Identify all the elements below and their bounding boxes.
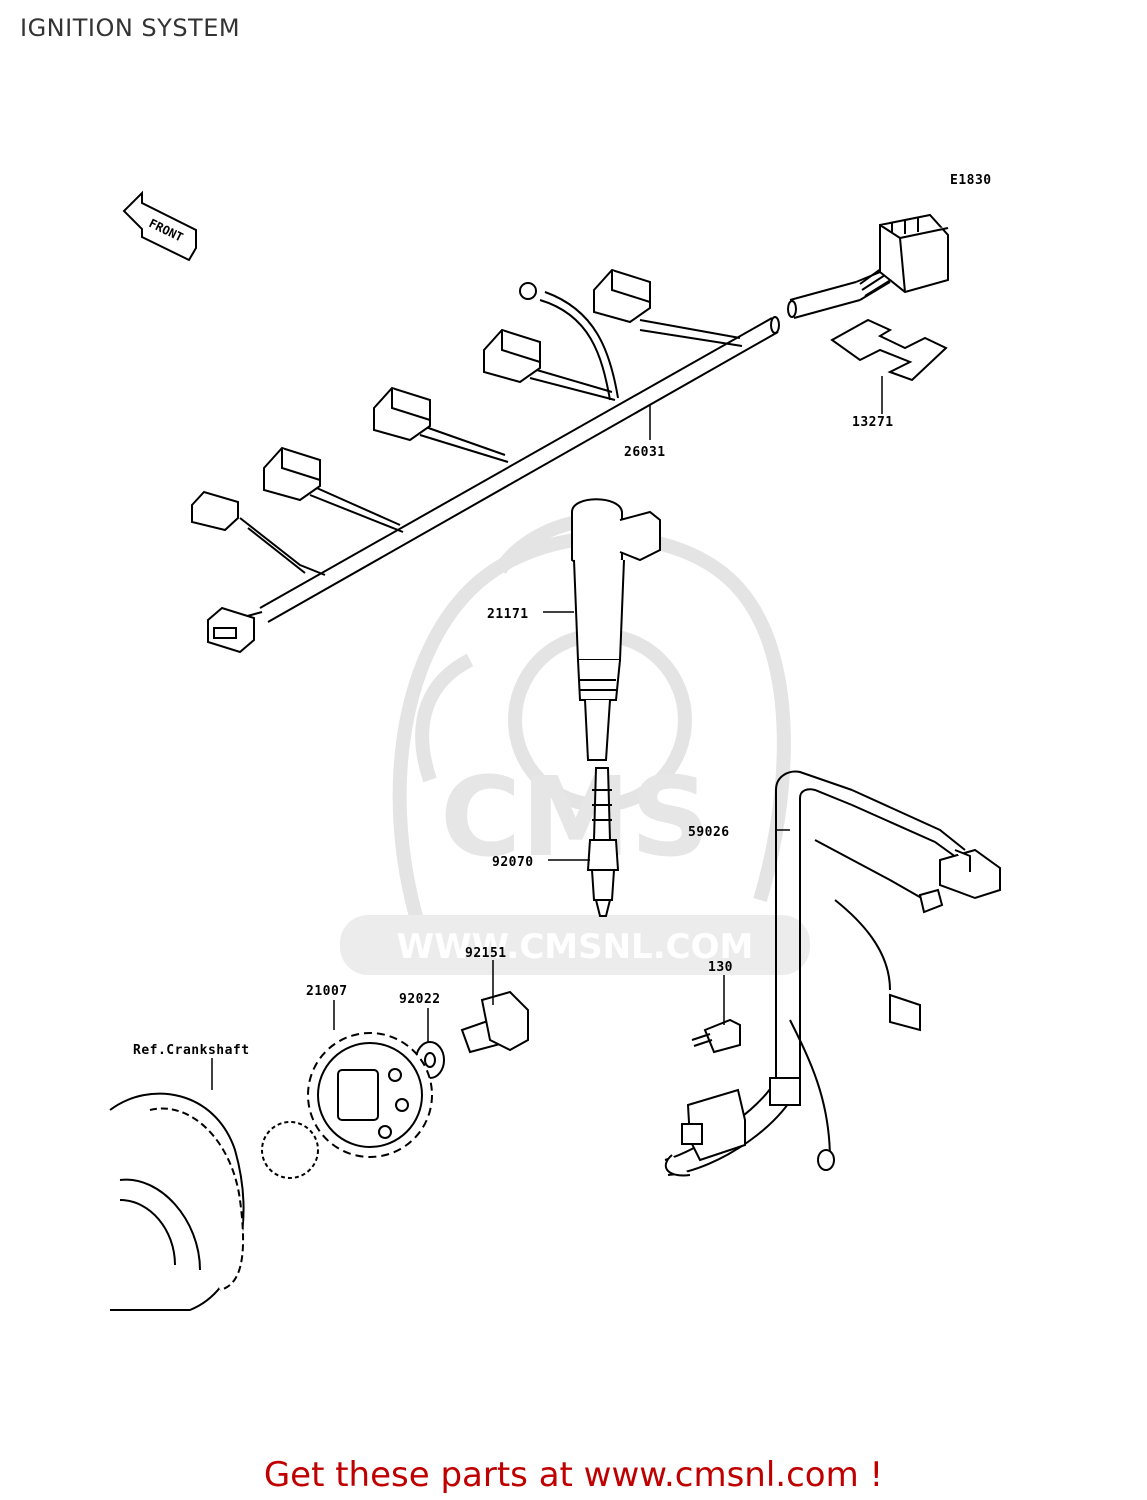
part-label-13271: 13271 bbox=[852, 415, 894, 430]
part-label-26031: 26031 bbox=[624, 445, 666, 460]
sub-harness-connectors bbox=[769, 848, 1001, 1171]
sub-harness bbox=[664, 770, 966, 1176]
part-label-92022: 92022 bbox=[399, 992, 441, 1007]
part-label-21171: 21171 bbox=[487, 607, 529, 622]
part-label-130: 130 bbox=[708, 960, 733, 975]
watermark-logo-text: CMS bbox=[440, 753, 709, 881]
part-labels: 13271 26031 21171 59026 92070 92151 130 … bbox=[133, 415, 894, 1058]
part-label-21007: 21007 bbox=[306, 984, 348, 999]
part-label-92151: 92151 bbox=[465, 946, 507, 961]
pickup-coil bbox=[664, 1088, 746, 1177]
page-title: IGNITION SYSTEM bbox=[20, 14, 241, 42]
harness-connectors bbox=[191, 268, 651, 654]
gear-21007 bbox=[307, 1032, 433, 1158]
watermark-banner: CMS WWW.CMSNL.COM bbox=[340, 753, 810, 975]
harness-relay-box bbox=[879, 213, 949, 294]
ref-crankshaft-label: Ref.Crankshaft bbox=[133, 1043, 250, 1058]
front-arrow-icon: FRONT bbox=[122, 190, 197, 262]
diagram-code: E1830 bbox=[950, 173, 992, 188]
main-harness bbox=[239, 254, 911, 623]
bracket-plate bbox=[830, 318, 948, 382]
leader-lines bbox=[211, 376, 883, 1090]
watermark-url-text: WWW.CMSNL.COM bbox=[397, 927, 754, 967]
part-label-92070: 92070 bbox=[492, 855, 534, 870]
part-label-59026: 59026 bbox=[688, 825, 730, 840]
spark-plug bbox=[586, 767, 620, 917]
bolt-130 bbox=[691, 1018, 741, 1054]
footer-link[interactable]: Get these parts at www.cmsnl.com ! bbox=[263, 1455, 884, 1495]
bolt-92151 bbox=[460, 990, 529, 1054]
ignition-coil bbox=[571, 498, 661, 761]
crankshaft bbox=[109, 1092, 319, 1311]
